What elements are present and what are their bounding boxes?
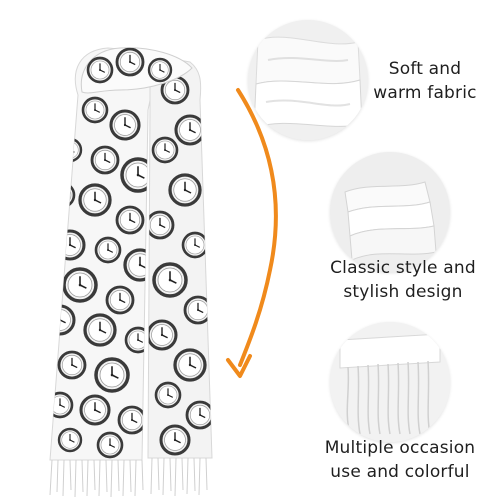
curved-arrow-icon [226, 88, 278, 378]
caption-line: stylish design [343, 282, 463, 302]
scarf-right-panel [147, 54, 213, 459]
scarf-left-panel [49, 47, 155, 461]
feature-caption-occasion: Multiple occasion use and colorful [300, 436, 500, 484]
scarf-fringe [49, 457, 208, 498]
caption-line: Soft and [388, 59, 462, 79]
scarf-neck-wrap [80, 47, 193, 94]
style-detail-image [330, 152, 450, 272]
feature-caption-style: Classic style and stylish design [318, 256, 488, 304]
caption-line: warm fabric [373, 83, 477, 103]
fabric-detail-image [248, 20, 368, 140]
fabric-swatch-icon [248, 20, 368, 140]
caption-line: Multiple occasion [324, 438, 476, 458]
fringe-tassels-icon [330, 322, 450, 442]
scarf-product-image [49, 47, 213, 498]
caption-line: use and colorful [330, 462, 470, 482]
caption-line: Classic style and [330, 258, 476, 278]
folded-fabric-icon [330, 152, 450, 272]
feature-caption-soft: Soft and warm fabric [360, 57, 490, 105]
fringe-detail-image [330, 322, 450, 442]
